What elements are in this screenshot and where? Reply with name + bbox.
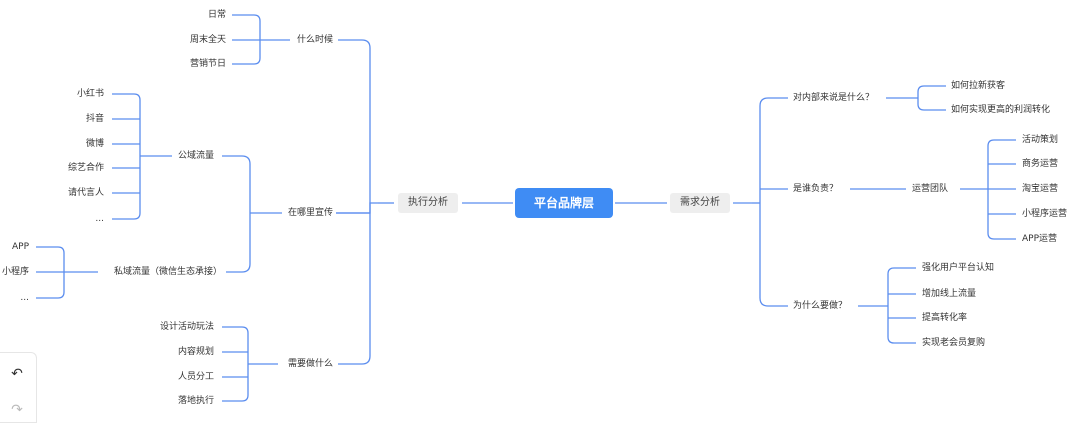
link-why-link-3 bbox=[887, 336, 916, 344]
history-toolbar: ↶ ↷ bbox=[0, 352, 37, 423]
node-internal[interactable]: 对内部来说是什么？ bbox=[793, 93, 875, 103]
leaf-internal-0[interactable]: 如何拉新获客 bbox=[951, 81, 1006, 91]
link-exec-when bbox=[338, 39, 371, 49]
leaf-team-2[interactable]: 淘宝运营 bbox=[1022, 184, 1059, 194]
node-public-traffic[interactable]: 公域流量 bbox=[177, 151, 214, 161]
leaf-private-2[interactable]: ... bbox=[20, 293, 29, 303]
link-internal-link-0 bbox=[917, 85, 946, 93]
root-node[interactable]: 平台品牌层 bbox=[515, 188, 613, 218]
link-exec-todo bbox=[338, 355, 371, 365]
link-where-public bbox=[222, 155, 251, 165]
undo-icon[interactable]: ↶ bbox=[11, 366, 23, 382]
link-team-link-4 bbox=[987, 232, 1016, 240]
node-ops-team[interactable]: 运营团队 bbox=[912, 184, 949, 194]
link-when-link-0 bbox=[232, 14, 261, 22]
link-team-link-0 bbox=[987, 139, 1016, 147]
leaf-team-4[interactable]: APP运营 bbox=[1022, 234, 1058, 244]
link-public-link-5 bbox=[112, 212, 141, 220]
node-why[interactable]: 为什么要做？ bbox=[793, 301, 848, 311]
leaf-team-0[interactable]: 活动策划 bbox=[1022, 135, 1059, 145]
link-internal-link-1 bbox=[917, 103, 946, 111]
branch-demand-analysis[interactable]: 需求分析 bbox=[670, 193, 730, 213]
leaf-when-2[interactable]: 营销节日 bbox=[189, 59, 226, 69]
node-where[interactable]: 在哪里宣传 bbox=[287, 208, 333, 218]
branch-execution-analysis[interactable]: 执行分析 bbox=[398, 193, 458, 213]
link-where-private bbox=[226, 263, 251, 273]
link-todo-link-0 bbox=[222, 326, 249, 334]
leaf-public-3[interactable]: 综艺合作 bbox=[67, 163, 104, 173]
leaf-todo-2[interactable]: 人员分工 bbox=[177, 372, 214, 382]
node-when[interactable]: 什么时候 bbox=[296, 35, 333, 45]
leaf-when-0[interactable]: 日常 bbox=[207, 10, 226, 20]
leaf-private-1[interactable]: 小程序 bbox=[1, 267, 29, 277]
leaf-public-5[interactable]: ... bbox=[95, 214, 104, 224]
leaf-team-1[interactable]: 商务运营 bbox=[1022, 159, 1059, 169]
leaf-why-2[interactable]: 提高转化率 bbox=[922, 313, 968, 323]
leaf-why-0[interactable]: 强化用户平台认知 bbox=[922, 263, 995, 273]
link-when-link-2 bbox=[232, 57, 261, 65]
link-todo-link-3 bbox=[222, 394, 249, 402]
link-private-link-2 bbox=[36, 291, 65, 299]
link-why-link-0 bbox=[887, 267, 916, 275]
leaf-todo-1[interactable]: 内容规划 bbox=[177, 347, 214, 357]
redo-icon[interactable]: ↷ bbox=[11, 402, 23, 418]
leaf-public-1[interactable]: 抖音 bbox=[85, 114, 104, 124]
leaf-internal-1[interactable]: 如何实现更高的利润转化 bbox=[951, 105, 1051, 115]
leaf-todo-3[interactable]: 落地执行 bbox=[177, 396, 214, 406]
link-private-link-0 bbox=[36, 246, 65, 254]
link-demand-why bbox=[759, 297, 788, 307]
leaf-why-3[interactable]: 实现老会员复购 bbox=[922, 338, 986, 348]
leaf-public-0[interactable]: 小红书 bbox=[76, 89, 104, 99]
leaf-todo-0[interactable]: 设计活动玩法 bbox=[159, 322, 214, 332]
link-demand-internal bbox=[759, 97, 788, 107]
link-public-link-0 bbox=[112, 93, 141, 101]
link-exec-where bbox=[336, 202, 378, 214]
node-todo[interactable]: 需要做什么 bbox=[287, 359, 333, 369]
leaf-public-4[interactable]: 请代言人 bbox=[67, 188, 104, 198]
leaf-why-1[interactable]: 增加线上流量 bbox=[922, 289, 977, 299]
node-private-traffic[interactable]: 私域流量（微信生态承接） bbox=[113, 267, 222, 277]
node-owner[interactable]: 是谁负责？ bbox=[793, 184, 839, 194]
leaf-team-3[interactable]: 小程序运营 bbox=[1022, 209, 1068, 219]
leaf-public-2[interactable]: 微博 bbox=[85, 139, 104, 149]
leaf-when-1[interactable]: 周末全天 bbox=[189, 35, 226, 45]
leaf-private-0[interactable]: APP bbox=[11, 242, 29, 252]
